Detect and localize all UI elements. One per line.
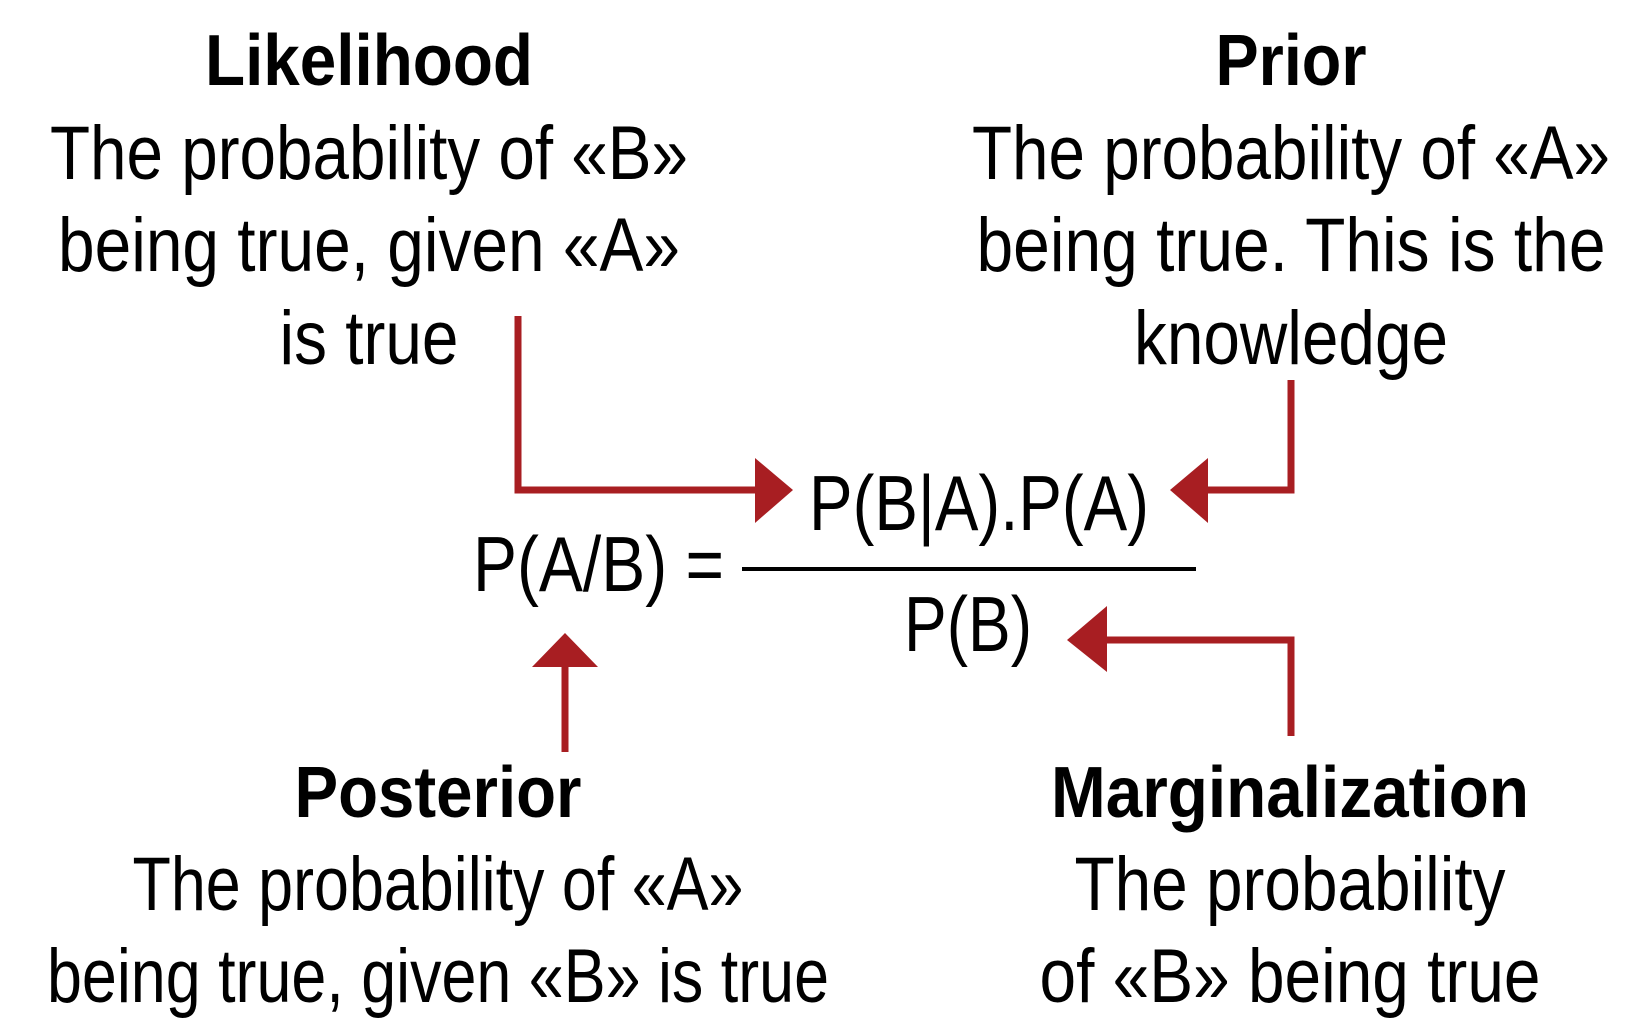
marginalization-title: Marginalization [1051, 753, 1529, 833]
likelihood-title: Likelihood [205, 21, 533, 101]
marginalization-line-2: of «B» being true [1040, 934, 1541, 1019]
posterior-line-1: The probability of «A» [133, 842, 744, 927]
posterior-arrow-icon [532, 633, 598, 752]
likelihood-arrow-icon [514, 316, 793, 523]
bayes-equation: P(A/B) = P(B|A).P(A) P(B) [473, 459, 1196, 668]
marginalization-line-1: The probability [1075, 842, 1506, 927]
equation-numerator: P(B|A).P(A) [809, 459, 1149, 547]
posterior-block: Posterior The probability of «A» being t… [47, 753, 829, 1019]
prior-line-3: knowledge [1134, 296, 1448, 381]
likelihood-line-1: The probability of «B» [50, 111, 688, 196]
equation-lhs: P(A/B) = [473, 520, 724, 608]
equation-denominator: P(B) [904, 580, 1032, 668]
prior-arrow-icon [1170, 380, 1295, 523]
marginalization-arrow-icon [1067, 606, 1295, 736]
marginalization-block: Marginalization The probability of «B» b… [1040, 753, 1541, 1019]
posterior-line-2: being true, given «B» is true [47, 934, 829, 1019]
posterior-title: Posterior [295, 753, 582, 833]
likelihood-block: Likelihood The probability of «B» being … [50, 21, 688, 381]
likelihood-line-3: is true [280, 296, 459, 381]
prior-line-2: being true. This is the [977, 203, 1606, 288]
prior-line-1: The probability of «A» [972, 111, 1610, 196]
likelihood-line-2: being true, given «A» [58, 203, 680, 288]
prior-title: Prior [1216, 21, 1367, 101]
prior-block: Prior The probability of «A» being true.… [972, 21, 1610, 381]
